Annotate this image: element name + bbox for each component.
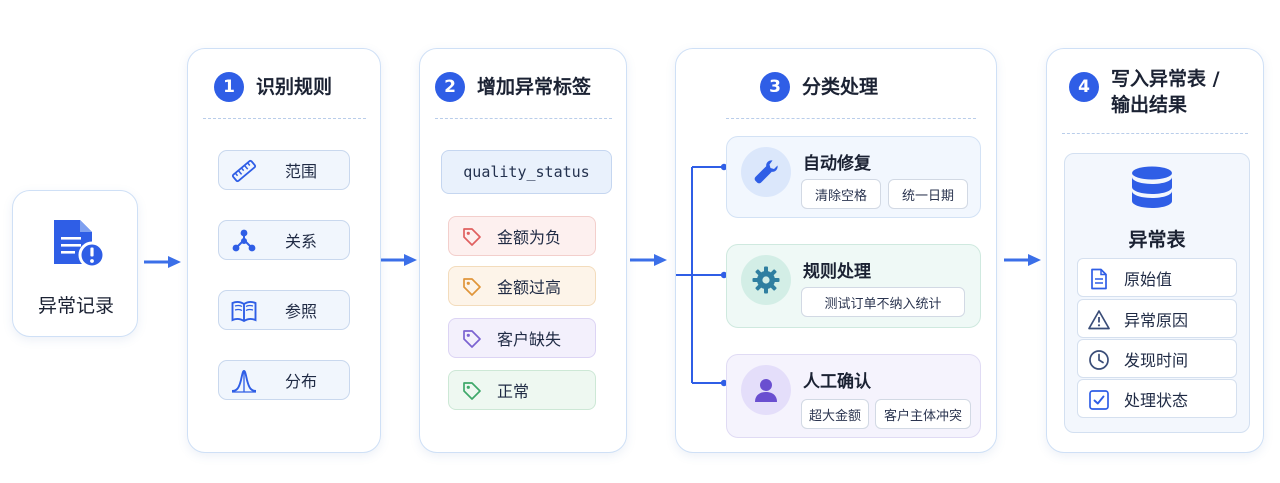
step-title: 增加异常标签 — [477, 76, 592, 98]
step-number: 3 — [760, 72, 790, 102]
chip-large-amount[interactable]: 超大金额 — [801, 399, 869, 429]
chip-customer-conflict[interactable]: 客户主体冲突 — [875, 399, 971, 429]
divider — [726, 118, 976, 119]
tag-label: 金额为负 — [497, 228, 562, 247]
step-3-header: 3 分类处理 — [760, 72, 878, 102]
wrench-icon-circle — [741, 147, 791, 197]
network-nodes-icon — [232, 229, 256, 252]
branch-connector — [676, 163, 728, 387]
step-title-line-2: 输出结果 — [1111, 94, 1188, 116]
flow-arrow-2 — [380, 254, 417, 266]
tag-label: 正常 — [497, 382, 530, 401]
gear-icon-circle — [741, 255, 791, 305]
tag-icon — [463, 382, 481, 400]
rule-item-distribution[interactable]: 分布 — [218, 360, 350, 400]
rule-item-label: 范围 — [285, 162, 318, 181]
gear-icon — [752, 266, 780, 294]
rule-item-reference[interactable]: 参照 — [218, 290, 350, 330]
chip-test-orders-excluded[interactable]: 测试订单不纳入统计 — [801, 287, 965, 317]
group-title: 规则处理 — [803, 262, 871, 282]
wrench-icon — [754, 160, 778, 184]
field-label: 处理状态 — [1124, 390, 1189, 410]
person-icon — [755, 379, 777, 402]
group-rule-process[interactable]: 规则处理 测试订单不纳入统计 — [726, 244, 981, 328]
document-alert-icon — [54, 220, 106, 269]
divider — [435, 118, 612, 119]
database-icon — [1132, 166, 1172, 208]
clock-icon — [1089, 350, 1109, 370]
quality-status-field[interactable]: quality_status — [441, 150, 612, 194]
tag-customer-missing[interactable]: 客户缺失 — [448, 318, 596, 358]
checkbox-icon — [1089, 390, 1109, 410]
book-icon — [231, 301, 257, 323]
rule-item-label: 参照 — [285, 302, 318, 321]
field-label: 原始值 — [1124, 269, 1173, 289]
warning-icon — [1088, 310, 1110, 330]
chip-unify-date[interactable]: 统一日期 — [888, 179, 968, 209]
source-label: 异常记录 — [37, 295, 114, 317]
flow-arrow-4 — [1004, 254, 1041, 266]
tag-negative-amount[interactable]: 金额为负 — [448, 216, 596, 256]
rule-item-label: 分布 — [285, 372, 318, 391]
flow-arrow-3 — [630, 254, 667, 266]
step-number: 4 — [1069, 72, 1099, 102]
field-process-status[interactable]: 处理状态 — [1077, 379, 1237, 418]
step-2-header: 2 增加异常标签 — [435, 72, 591, 102]
rule-item-relation[interactable]: 关系 — [218, 220, 350, 260]
table-title: 异常表 — [1128, 229, 1186, 251]
tag-icon — [463, 330, 481, 348]
step-title: 识别规则 — [256, 76, 333, 98]
step-number: 2 — [435, 72, 465, 102]
bell-curve-icon — [231, 370, 257, 393]
divider — [1062, 133, 1248, 134]
file-icon — [1091, 268, 1107, 290]
tag-icon — [463, 228, 481, 246]
person-icon-circle — [741, 365, 791, 415]
source-card[interactable]: 异常记录 — [12, 190, 138, 337]
field-label: 发现时间 — [1124, 350, 1189, 370]
flow-arrow-1 — [144, 256, 181, 268]
ruler-icon — [231, 159, 257, 183]
step-4-header: 4 写入异常表 / 输出结果 — [1069, 66, 1220, 118]
tag-label: 金额过高 — [497, 278, 562, 297]
step-title-line-1: 写入异常表 / — [1111, 68, 1220, 90]
step-title: 写入异常表 / 输出结果 — [1111, 66, 1220, 118]
divider — [203, 118, 366, 119]
group-title: 自动修复 — [803, 154, 871, 174]
group-auto-fix[interactable]: 自动修复 清除空格 统一日期 — [726, 136, 981, 218]
step-number: 1 — [214, 72, 244, 102]
field-found-time[interactable]: 发现时间 — [1077, 339, 1237, 378]
chip-trim-spaces[interactable]: 清除空格 — [801, 179, 881, 209]
tag-label: 客户缺失 — [497, 330, 562, 349]
rule-item-label: 关系 — [285, 232, 318, 251]
group-title: 人工确认 — [803, 372, 871, 392]
group-manual-confirm[interactable]: 人工确认 超大金额 客户主体冲突 — [726, 354, 981, 438]
step-title: 分类处理 — [802, 76, 879, 98]
rule-item-range[interactable]: 范围 — [218, 150, 350, 190]
step-1-header: 1 识别规则 — [214, 72, 332, 102]
tag-icon — [463, 278, 481, 296]
field-original-value[interactable]: 原始值 — [1077, 258, 1237, 297]
tag-normal[interactable]: 正常 — [448, 370, 596, 410]
field-anomaly-reason[interactable]: 异常原因 — [1077, 299, 1237, 338]
tag-amount-too-high[interactable]: 金额过高 — [448, 266, 596, 306]
field-label: 异常原因 — [1124, 310, 1189, 330]
